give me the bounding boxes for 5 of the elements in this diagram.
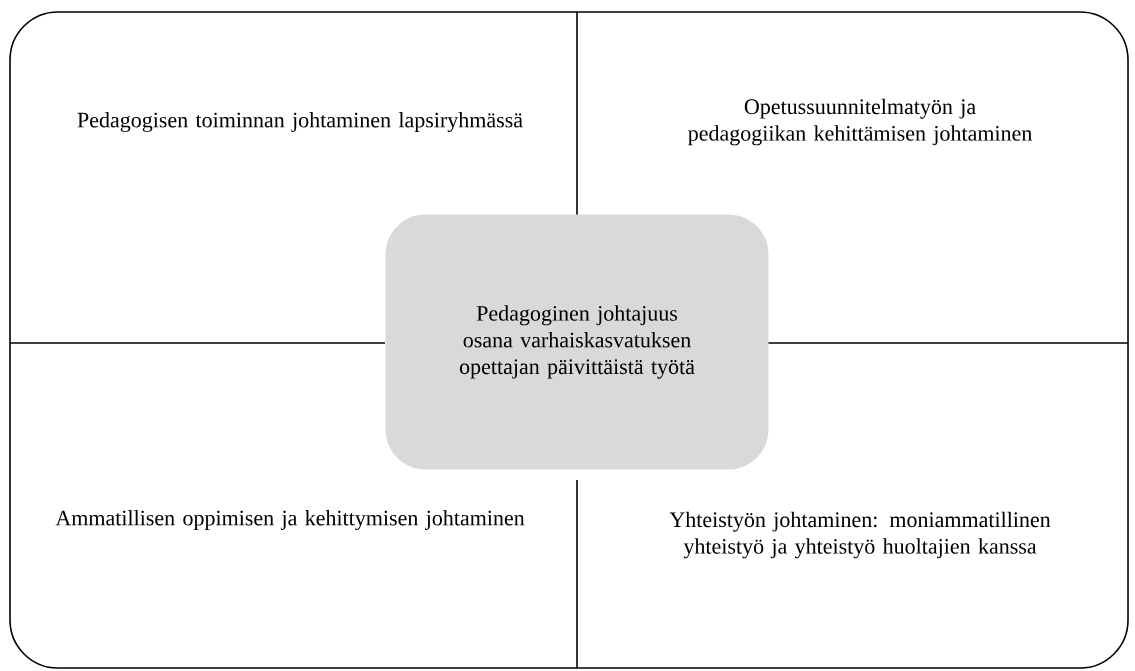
quadrant-text: Yhteistyön johtaminen: moniammatillinen yhteistyö ja yhteistyö huoltajien kanssa (669, 511, 1051, 559)
quadrant-text: Ammatillisen oppimisen ja kehittymisen johtaminen (55, 510, 525, 530)
center-box: Pedagoginen johtajuus osana varhaiskasvatuksen opettajan päivittäistä työtä (385, 214, 769, 470)
quadrant-text: Opetussuunnitelmatyön ja pedagogiikan kehittämisen johtaminen (688, 98, 1032, 146)
quadrant-text: Pedagogisen toiminnan johtaminen lapsiryhmässä (77, 112, 523, 132)
